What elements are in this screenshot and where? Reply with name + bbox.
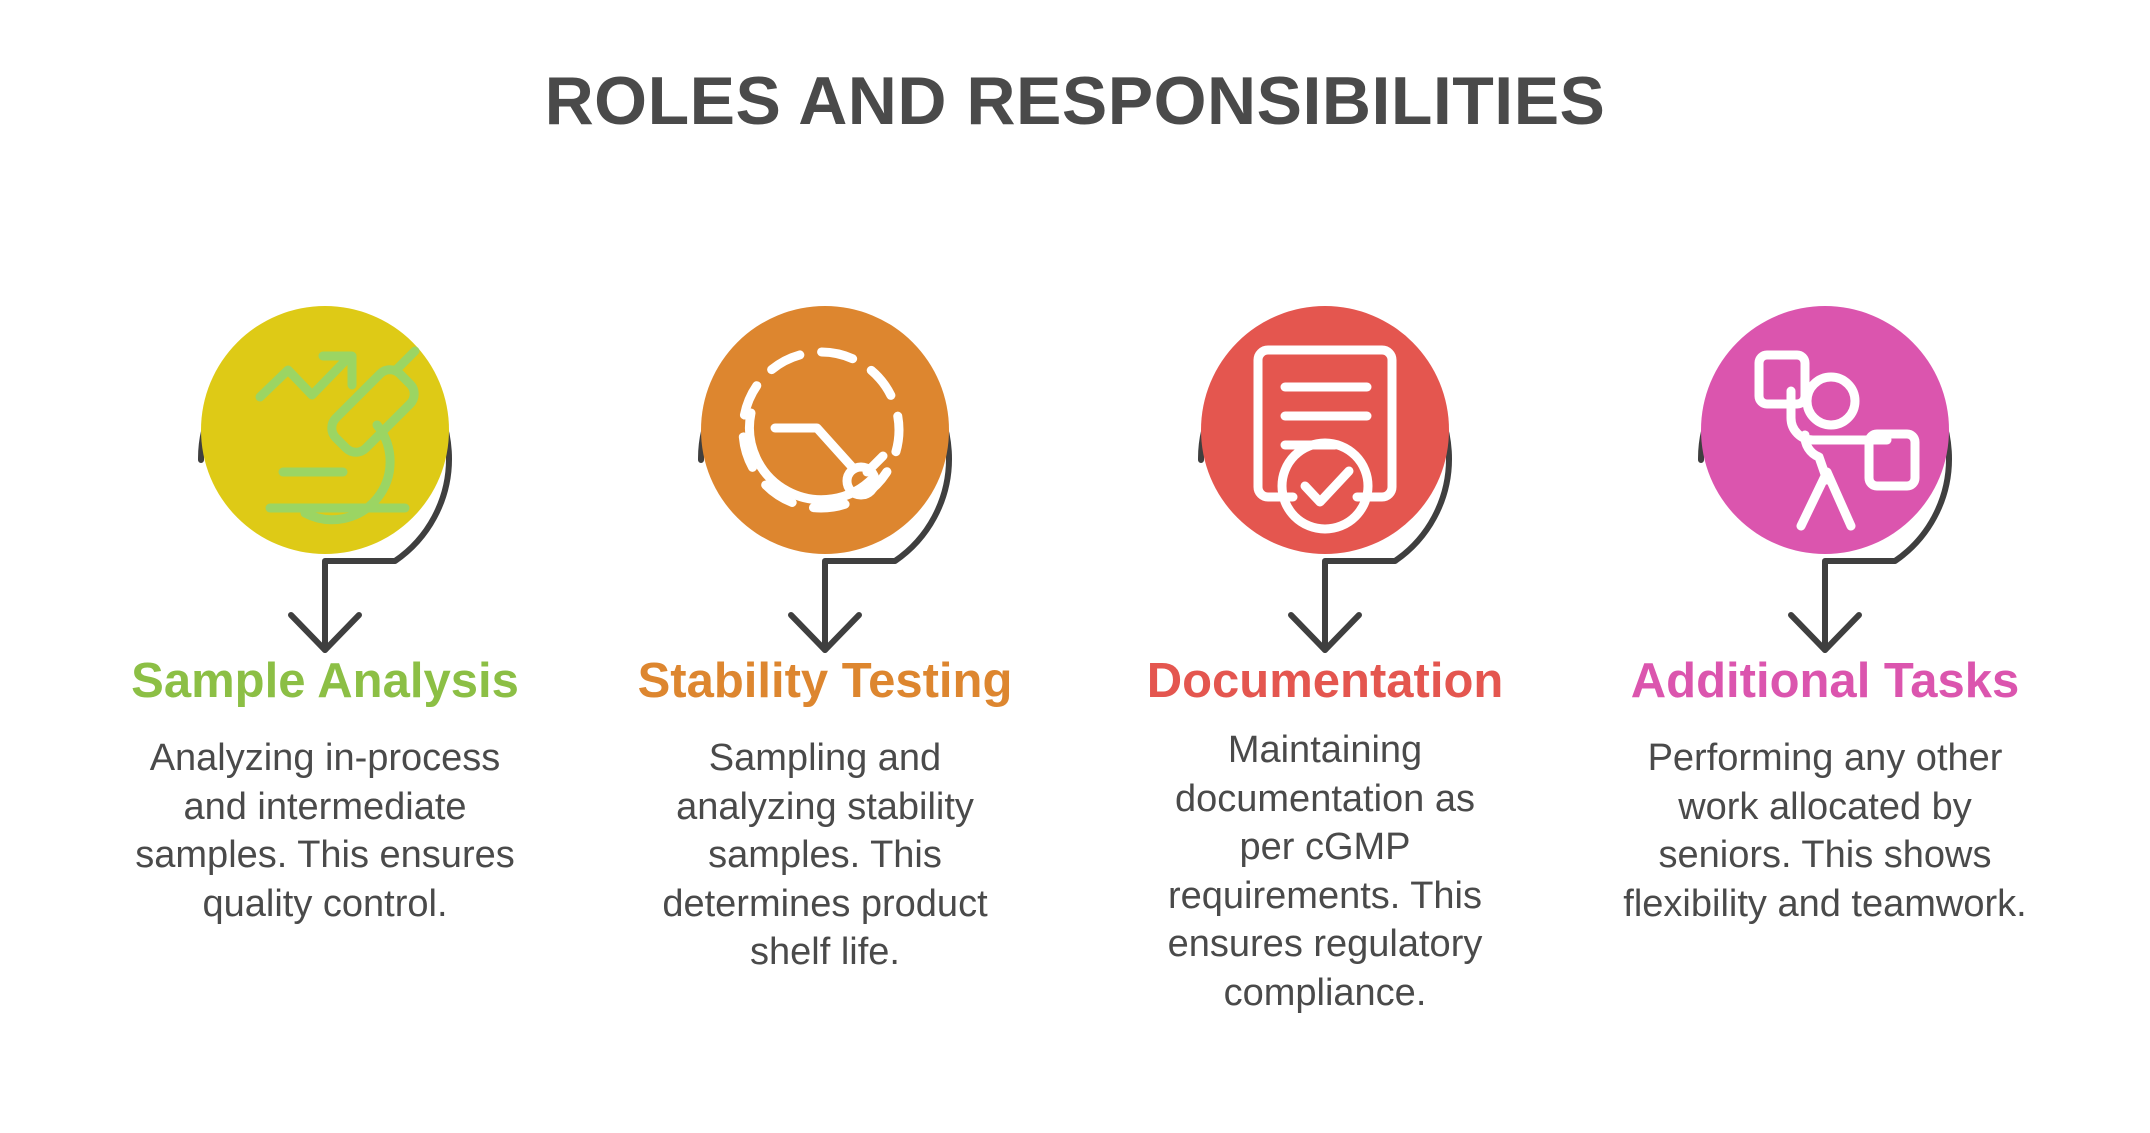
column-heading: Stability Testing bbox=[637, 654, 1013, 708]
column-sample-analysis[interactable]: Sample Analysis Analyzing in-process and… bbox=[75, 250, 575, 928]
column-body-text: Sampling and analyzing stability samples… bbox=[662, 736, 988, 974]
badge-documentation bbox=[1105, 250, 1545, 653]
arrow-head bbox=[288, 612, 362, 653]
icon-circle-background bbox=[1201, 306, 1449, 554]
badge-sample-analysis bbox=[105, 250, 545, 653]
certificate-document-check-icon bbox=[1253, 345, 1397, 534]
column-body-text: Analyzing in-process and intermediate sa… bbox=[135, 736, 515, 925]
stopwatch-timer-icon bbox=[738, 347, 904, 513]
arrow-head bbox=[1788, 612, 1862, 653]
icon-circle-background bbox=[1701, 306, 1949, 554]
column-additional-tasks[interactable]: Additional Tasks Performing any other wo… bbox=[1575, 250, 2075, 928]
columns-container: Sample Analysis Analyzing in-process and… bbox=[0, 250, 2150, 1018]
column-heading: Sample Analysis bbox=[131, 654, 519, 708]
icon-circle-background bbox=[701, 306, 949, 554]
column-heading: Documentation bbox=[1146, 654, 1504, 708]
badge-stability-testing bbox=[605, 250, 1045, 653]
column-stability-testing[interactable]: Stability Testing Sampling and analyzing… bbox=[575, 250, 1075, 977]
arrow-head bbox=[788, 612, 862, 653]
column-heading: Additional Tasks bbox=[1630, 654, 2020, 708]
page-title: ROLES AND RESPONSIBILITIES bbox=[544, 63, 1606, 139]
arrow-head bbox=[1288, 612, 1362, 653]
column-body-text: Maintaining documentation as per cGMP re… bbox=[1167, 728, 1483, 1015]
worker-carrying-boxes-icon bbox=[1754, 350, 1920, 531]
badge-additional-tasks bbox=[1605, 250, 2045, 653]
column-body-text: Performing any other work allocated by s… bbox=[1623, 736, 2027, 925]
column-documentation[interactable]: Documentation Maintaining documentation … bbox=[1075, 250, 1575, 1018]
microscope-analysis-icon bbox=[255, 346, 420, 525]
